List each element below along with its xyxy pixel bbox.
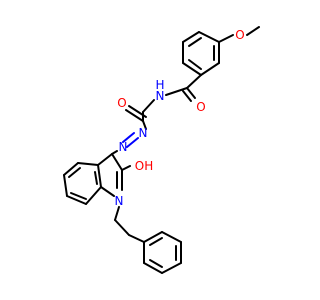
phenyl-ring [143, 231, 182, 274]
bond [142, 120, 147, 130]
azo-nitrogen-right-label: N [139, 126, 148, 140]
bond [125, 109, 144, 122]
amide-hydrogen-label: H [155, 78, 164, 92]
bond [246, 26, 260, 36]
bond [68, 167, 81, 178]
methoxyphenyl-ring [182, 31, 220, 76]
hydroxy-oxygen-label: OH [135, 159, 153, 173]
azo-nitrogen-left-label: N [119, 140, 128, 154]
bond [161, 231, 182, 243]
methoxy-oxygen-label: O [235, 28, 244, 42]
molecule-canvas: O O N H O N N [63, 26, 260, 274]
bond [128, 234, 145, 243]
bond [218, 34, 234, 43]
bond [77, 162, 99, 166]
bond [143, 262, 163, 274]
amide-oxygen-label: O [196, 100, 205, 114]
bond [143, 231, 163, 243]
bond [198, 31, 220, 43]
hydrazide-oxygen-label: O [117, 96, 126, 110]
bond [149, 237, 163, 246]
amide-nitrogen-label: N [156, 89, 165, 103]
bond [126, 137, 139, 148]
bond [114, 206, 120, 221]
bond [114, 219, 130, 236]
bond [111, 153, 123, 171]
bond [94, 171, 98, 185]
bond [97, 153, 113, 166]
bond [128, 105, 147, 118]
bond [85, 186, 102, 205]
bond [97, 164, 102, 188]
bond [182, 62, 202, 76]
bond [142, 99, 155, 113]
benzo-ring [63, 162, 102, 205]
bond [186, 74, 202, 89]
bond [182, 31, 200, 43]
bond [100, 186, 115, 197]
molecule-structure: O O N H O N N [63, 26, 260, 274]
indole-nitrogen-label: N [115, 194, 124, 208]
bond [200, 62, 220, 76]
bond [149, 259, 163, 268]
bond [161, 262, 182, 274]
indole-ring [97, 153, 123, 197]
bond [121, 165, 131, 171]
bond [188, 37, 202, 47]
bond [63, 174, 68, 197]
bond [63, 162, 79, 176]
bond [165, 87, 188, 96]
bond [66, 195, 87, 205]
bond [186, 87, 196, 99]
bond [182, 90, 192, 102]
bond [122, 132, 135, 143]
bond [70, 192, 87, 200]
bond [188, 59, 202, 70]
